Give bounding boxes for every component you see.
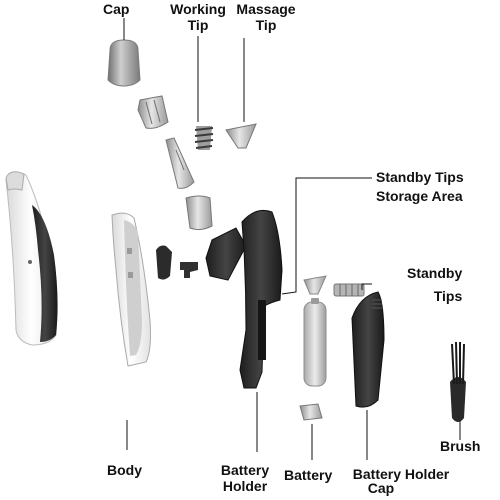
label-battery-holder-line2: Holder bbox=[222, 478, 268, 494]
battery-holder-part bbox=[239, 209, 283, 389]
label-battery-holder: Battery Holder bbox=[212, 462, 278, 494]
leader-lines bbox=[123, 18, 461, 460]
massage-tip-part bbox=[225, 123, 257, 149]
battery-part bbox=[303, 298, 327, 387]
label-standby-tips-line1: Standby bbox=[407, 265, 463, 281]
working-tip-part bbox=[194, 126, 214, 150]
assembled-trimmer bbox=[5, 171, 58, 346]
body-part bbox=[111, 212, 151, 367]
battery-contact-part bbox=[299, 403, 323, 421]
label-massage-tip: Massage Tip bbox=[230, 1, 302, 33]
label-standby-storage-line2: Storage Area bbox=[376, 188, 463, 204]
metal-shaft-part bbox=[185, 195, 213, 231]
contact-part bbox=[180, 262, 198, 278]
label-battery-holder-cap-line2: Cap bbox=[367, 480, 395, 496]
standby-tips-part bbox=[303, 275, 365, 297]
label-cap: Cap bbox=[103, 1, 130, 17]
label-battery-holder-cap-line1: Battery Holder bbox=[352, 466, 450, 482]
label-battery-holder-line1: Battery bbox=[220, 462, 270, 478]
battery-holder-cap-part bbox=[351, 291, 385, 408]
label-massage-tip-line2: Tip bbox=[255, 17, 277, 33]
label-standby-tips-storage-area: Standby Tips Storage Area bbox=[376, 168, 464, 206]
cap-part bbox=[107, 39, 141, 87]
switch-part bbox=[156, 245, 172, 280]
label-working-tip: Working Tip bbox=[157, 1, 239, 33]
label-body: Body bbox=[107, 462, 142, 478]
label-battery: Battery bbox=[284, 467, 333, 483]
label-standby-storage-line1: Standby Tips bbox=[376, 169, 464, 185]
label-standby-tips: Standby Tips bbox=[407, 262, 462, 308]
label-brush: Brush bbox=[440, 438, 481, 454]
brush-part bbox=[450, 341, 466, 422]
power-button-icon bbox=[28, 260, 32, 264]
blade-collar-part bbox=[137, 95, 169, 129]
label-working-tip-line1: Working bbox=[170, 1, 226, 17]
label-massage-tip-line1: Massage bbox=[236, 1, 296, 17]
label-battery-holder-cap: Battery Holder Cap bbox=[343, 467, 459, 495]
label-standby-tips-line2: Tips bbox=[433, 288, 463, 304]
label-working-tip-line2: Tip bbox=[187, 17, 209, 33]
blade-cone-part bbox=[165, 137, 195, 189]
motor-module-part bbox=[205, 227, 247, 281]
